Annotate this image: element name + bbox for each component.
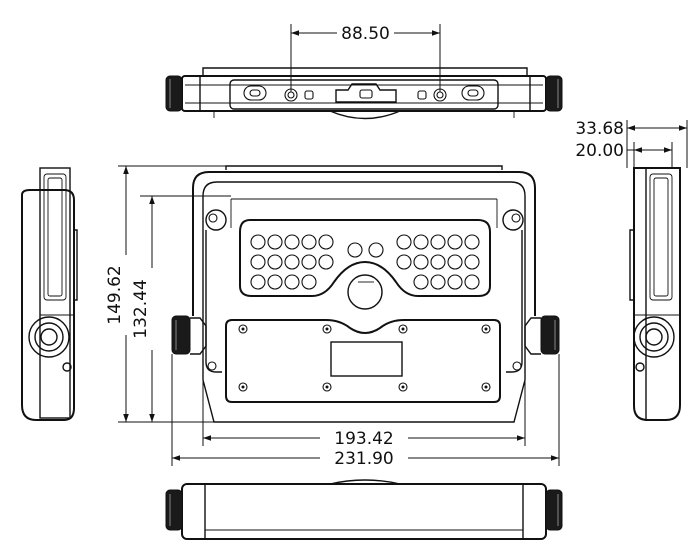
bracket-knob-left [171, 315, 207, 355]
dim-label-width-overall: 231.90 [334, 449, 393, 469]
dim-label-side-depth-overall: 33.68 [575, 119, 624, 139]
pir-sensor [347, 274, 383, 310]
led-row-2 [250, 254, 480, 270]
bottom-knob-right [545, 489, 563, 531]
left-side-view [21, 167, 78, 421]
led-row-3 [250, 274, 480, 290]
battery-cover [225, 319, 501, 403]
top-knob-left [165, 75, 183, 112]
dim-height-body: 132.44 [131, 195, 231, 423]
led-center [347, 242, 384, 258]
bracket-pivot-right [502, 209, 524, 231]
dim-side-depth-body: 20.00 [575, 141, 673, 168]
bracket-knob-right [524, 315, 560, 355]
dim-width-body: 193.42 [202, 380, 526, 449]
top-slot-right [461, 85, 485, 101]
front-view [171, 165, 560, 423]
top-slot-left [243, 85, 267, 101]
label-plate [330, 341, 403, 377]
dim-height-overall: 149.62 [105, 165, 226, 423]
dim-width-overall: 231.90 [171, 354, 560, 469]
led-panel [239, 219, 491, 297]
led-row-1 [250, 234, 480, 250]
bracket-pivot-left [205, 209, 227, 231]
dim-label-width-body: 193.42 [334, 429, 393, 449]
dim-label-height-overall: 149.62 [105, 265, 125, 324]
dim-label-height-body: 132.44 [131, 279, 151, 338]
cover-screws [238, 324, 491, 392]
top-view [165, 67, 563, 120]
dim-side-depth-overall: 33.68 [575, 119, 688, 168]
dim-label-side-depth-body: 20.00 [575, 141, 624, 161]
bottom-view [165, 479, 563, 540]
dim-label-top-hole-spacing: 88.50 [341, 24, 390, 44]
right-side-knob [633, 316, 675, 358]
top-knob-right [545, 75, 563, 112]
bottom-knob-left [165, 489, 183, 531]
right-side-view [629, 167, 681, 421]
left-side-knob [28, 316, 70, 358]
led-array [250, 234, 480, 290]
dim-top-hole-spacing: 88.50 [290, 24, 441, 92]
